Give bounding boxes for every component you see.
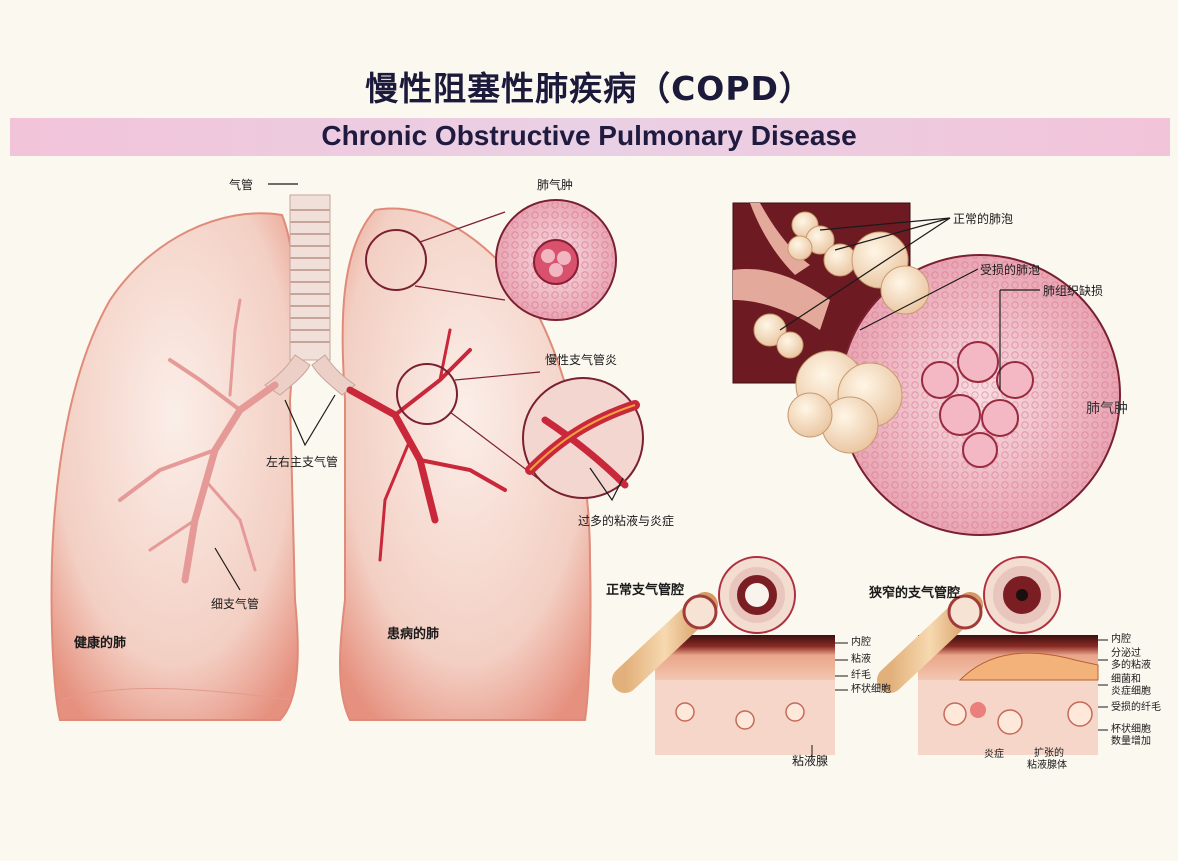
label-goblet-increase-2: 数量增加 — [1111, 736, 1151, 747]
label-damaged-cilia: 受损的纤毛 — [1111, 702, 1161, 713]
normal-bronchus-diagram — [612, 556, 835, 755]
title-english: Chronic Obstructive Pulmonary Disease — [321, 120, 857, 151]
narrowed-bronchus-diagram — [877, 556, 1099, 755]
alveoli-panel — [732, 202, 1121, 536]
label-normal-cilia: 纤毛 — [851, 670, 871, 681]
label-damaged-alveoli: 受损的肺泡 — [980, 263, 1041, 277]
diseased-bronchial-tree — [346, 328, 507, 562]
narrowed-leaders — [1098, 639, 1108, 731]
label-goblet-increase-1: 杯状细胞 — [1111, 724, 1151, 735]
label-bacteria-1: 细菌和 — [1111, 674, 1141, 685]
emphysema-highlight — [365, 229, 427, 291]
label-emphysema-lung: 肺气肿 — [537, 178, 574, 192]
label-narrowed-bronchus: 狭窄的支气管腔 — [869, 586, 961, 601]
leader-lines — [214, 183, 624, 591]
label-normal-goblet: 杯状细胞 — [851, 684, 891, 695]
label-inflammation: 炎症 — [984, 749, 1004, 760]
label-excess-mucus-1: 分泌过 — [1111, 648, 1141, 659]
label-emphysema-panel: 肺气肿 — [1086, 401, 1128, 417]
emphysema-inset — [495, 199, 617, 321]
label-healthy-lung: 健康的肺 — [74, 636, 127, 651]
label-main-bronchi: 左右主支气管 — [266, 455, 339, 469]
label-dilated-glands-1: 扩张的 — [1034, 748, 1064, 759]
label-bronchioles: 细支气管 — [211, 597, 260, 611]
label-diseased-lung: 患病的肺 — [387, 627, 440, 642]
label-tissue-loss: 肺组织缺损 — [1043, 284, 1104, 298]
healthy-bronchial-tree — [118, 298, 279, 584]
label-trachea: 气管 — [229, 178, 254, 192]
title-band — [10, 118, 1170, 156]
label-normal-lumen: 内腔 — [851, 637, 871, 648]
label-normal-alveoli: 正常的肺泡 — [953, 212, 1014, 226]
label-dilated-glands-2: 粘液腺体 — [1027, 760, 1067, 771]
bronchitis-inset — [522, 377, 644, 499]
label-normal-mucus: 粘液 — [851, 654, 871, 665]
alveoli-leaders — [779, 217, 1040, 390]
label-mucous-glands: 粘液腺 — [792, 754, 829, 768]
label-excess-mucus: 过多的粘液与炎症 — [578, 514, 675, 528]
label-chronic-bronchitis: 慢性支气管炎 — [545, 353, 618, 367]
title-chinese: 慢性阻塞性肺疾病（COPD） — [365, 69, 813, 108]
label-excess-mucus-2: 多的粘液 — [1111, 660, 1151, 671]
bronchitis-highlight — [396, 363, 458, 425]
label-narrowed-lumen: 内腔 — [1111, 634, 1131, 645]
label-bacteria-2: 炎症细胞 — [1111, 686, 1151, 697]
label-normal-bronchus: 正常支气管腔 — [606, 583, 685, 598]
normal-leaders — [811, 642, 848, 758]
